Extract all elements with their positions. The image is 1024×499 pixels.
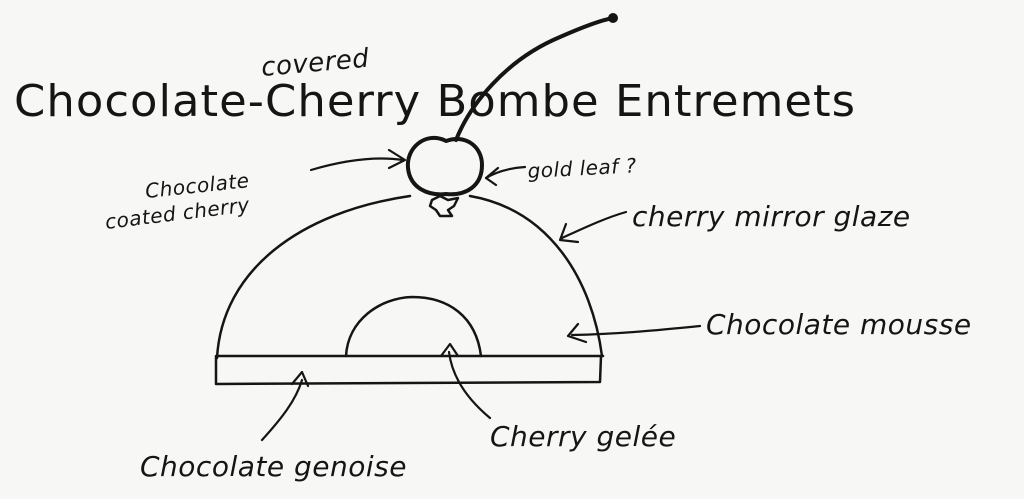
label-chocolate-mousse: Chocolate mousse bbox=[706, 308, 972, 341]
label-chocolate-genoise: Chocolate genoise bbox=[140, 450, 407, 483]
cherry-stem bbox=[454, 16, 615, 142]
title-main: Chocolate-Cherry Bombe Entremets bbox=[14, 76, 856, 127]
cherry-gelee-insert bbox=[344, 295, 483, 358]
label-gold-leaf: gold leaf ? bbox=[527, 153, 637, 183]
arrow-chocolate-coated-cherry bbox=[309, 148, 407, 172]
chocolate-coated-cherry bbox=[405, 136, 484, 197]
label-cherry-mirror-glaze: cherry mirror glaze bbox=[632, 200, 911, 233]
bombe-dome bbox=[215, 194, 604, 360]
arrow-cherry-gelee bbox=[439, 342, 492, 420]
chocolate-genoise-base bbox=[214, 354, 605, 386]
stem-tip bbox=[608, 13, 618, 23]
gold-leaf bbox=[428, 194, 460, 218]
label-cherry-gelee: Cherry gelée bbox=[490, 420, 676, 453]
arrow-chocolate-mousse bbox=[566, 322, 702, 344]
arrow-gold-leaf bbox=[484, 165, 527, 187]
arrow-chocolate-genoise bbox=[260, 370, 310, 442]
arrow-cherry-mirror-glaze bbox=[558, 210, 628, 244]
